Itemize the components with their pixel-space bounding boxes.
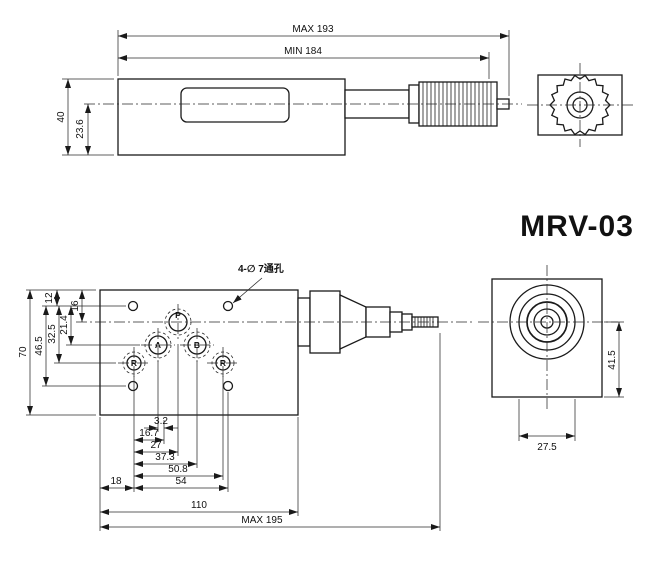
port-r-right: R (207, 347, 239, 379)
dim-3-2: 3.2 (154, 416, 168, 427)
port-b: B (180, 328, 214, 362)
valve-body-outline (117, 78, 346, 156)
port-b-label: B (194, 340, 200, 350)
dim-16-7: 16.7 (139, 428, 159, 439)
dim-40: 40 (56, 111, 67, 123)
side-view (84, 78, 522, 156)
dim-32-5: 32.5 (47, 324, 58, 344)
port-p-label: P (175, 310, 181, 320)
dim-54: 54 (175, 476, 187, 487)
dim-110: 110 (191, 500, 207, 511)
dim-27: 27 (150, 440, 162, 451)
dim-min-184: MIN 184 (284, 46, 322, 57)
dim-max-195: MAX 195 (241, 515, 283, 526)
hole-note: 4-∅ 7通孔 (232, 262, 284, 304)
dim-37-3: 37.3 (155, 452, 175, 463)
valve-end-view: 41.5 27.5 (478, 265, 624, 453)
dim-70: 70 (18, 346, 29, 358)
dim-16: 16 (70, 300, 81, 312)
mounting-hole-top-left (127, 300, 139, 312)
dim-50-8: 50.8 (168, 464, 188, 475)
top-view-dimensions: 70 46.5 32.5 21.4 12 16 3.2 16.7 27 37.3 (18, 289, 441, 531)
dim-12: 12 (44, 292, 55, 304)
knob-end-view (527, 63, 633, 147)
dim-46-5: 46.5 (34, 336, 45, 356)
mounting-hole-bottom-left (127, 380, 139, 392)
model-title: MRV-03 (520, 210, 634, 243)
mounting-hole-bottom-right (222, 380, 234, 392)
dim-23-6: 23.6 (75, 119, 86, 139)
dim-27-5: 27.5 (537, 442, 557, 453)
hole-note-text: 4-∅ 7通孔 (238, 262, 284, 275)
dim-18: 18 (110, 476, 122, 487)
dim-41-5: 41.5 (607, 350, 618, 370)
port-a-label: A (155, 340, 161, 350)
body-slot (180, 87, 290, 123)
top-view: P A B R R (76, 262, 472, 416)
port-r-left: R (118, 347, 150, 379)
dim-max-193: MAX 193 (292, 24, 334, 35)
port-r-right-label: R (220, 358, 226, 368)
port-r-left-label: R (131, 358, 137, 368)
dim-21-4: 21.4 (59, 315, 70, 335)
side-view-dimensions: MAX 193 MIN 184 40 23.6 (56, 24, 510, 156)
mounting-hole-top-right (222, 300, 234, 312)
port-a: A (141, 328, 175, 362)
